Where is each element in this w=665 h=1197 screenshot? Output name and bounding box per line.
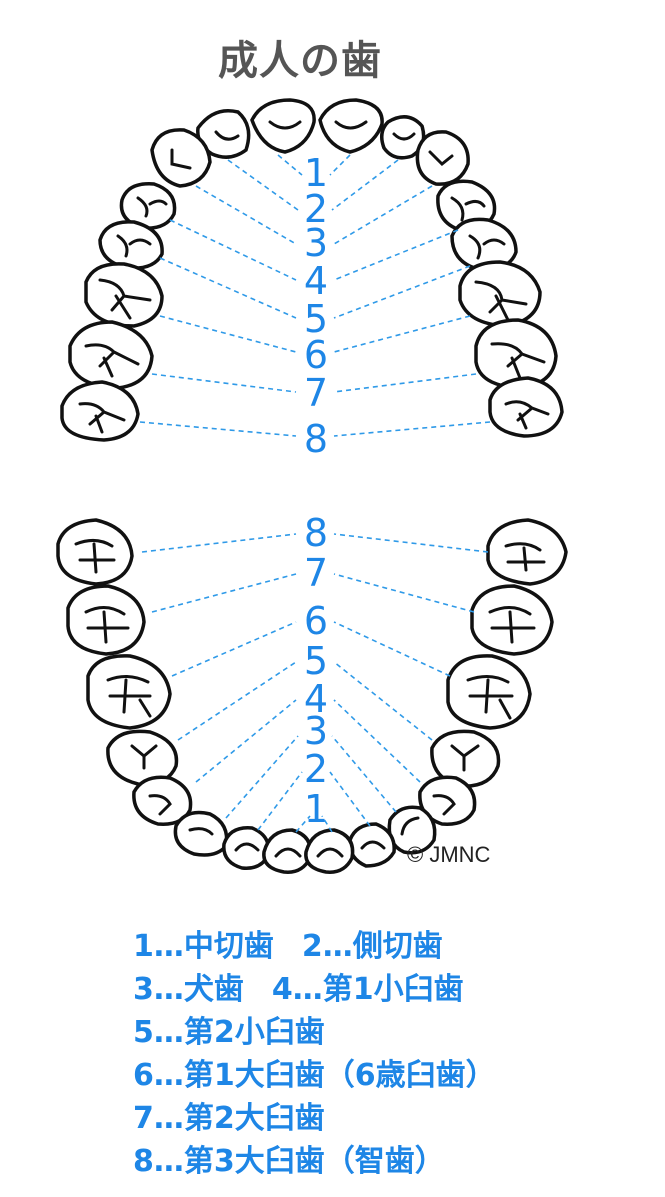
lower-number-8: 8 <box>304 511 328 555</box>
tooth-upper-3-left <box>150 128 212 188</box>
tooth-upper-8-left <box>60 380 140 442</box>
upper-number-2: 2 <box>304 187 328 231</box>
legend-item-2: 2…側切歯 <box>301 929 443 964</box>
upper-number-4: 4 <box>304 259 328 303</box>
tooth-upper-6-right <box>458 260 542 328</box>
legend-item-3: 3…犬歯 <box>133 972 244 1007</box>
upper-number-6: 6 <box>304 333 328 377</box>
tooth-lower-1-left <box>262 828 313 874</box>
lower-number-6: 6 <box>304 599 328 643</box>
lower-number-2: 2 <box>304 747 328 791</box>
legend-item-6: 6…第1大臼歯（6歳臼歯） <box>133 1058 496 1093</box>
tooth-lower-3-left <box>173 810 229 857</box>
upper-leader-lines <box>139 154 491 437</box>
tooth-upper-5-right <box>450 217 518 272</box>
tooth-lower-2-right <box>348 822 396 868</box>
tooth-upper-1-right <box>318 98 384 154</box>
tooth-upper-2-right <box>380 115 426 160</box>
copyright-label: © JMNC <box>407 842 491 867</box>
tooth-upper-8-right <box>488 376 564 438</box>
upper-number-1: 1 <box>304 151 328 195</box>
legend-row-2: 3…犬歯 4…第1小臼歯 <box>133 968 496 1011</box>
upper-jaw <box>60 98 564 442</box>
tooth-lower-1-right <box>304 828 355 874</box>
legend-row-1: 1…中切歯 2…側切歯 <box>133 925 496 968</box>
legend-item-5: 5…第2小臼歯 <box>133 1015 325 1050</box>
tooth-lower-2-left <box>222 826 271 870</box>
tooth-lower-4-left <box>132 775 193 826</box>
tooth-upper-1-left <box>250 98 316 154</box>
tooth-legend: 1…中切歯 2…側切歯 3…犬歯 4…第1小臼歯 5…第2小臼歯 6…第1大臼歯（6… <box>133 925 496 1183</box>
page-title: 成人の歯 <box>218 38 382 84</box>
tooth-upper-7-left <box>68 320 154 390</box>
legend-item-1: 1…中切歯 <box>133 929 274 964</box>
upper-number-3: 3 <box>304 221 328 265</box>
upper-number-7: 7 <box>304 371 328 415</box>
lower-number-1: 1 <box>304 787 328 831</box>
upper-numbers: 1 2 3 4 5 6 7 8 <box>304 151 328 461</box>
legend-item-8: 8…第3大臼歯（智歯） <box>133 1144 445 1179</box>
upper-number-5: 5 <box>304 297 328 341</box>
legend-item-7: 7…第2大臼歯 <box>133 1101 325 1136</box>
tooth-lower-8-left <box>56 518 134 586</box>
tooth-upper-6-left <box>84 262 164 328</box>
tooth-lower-6-right <box>446 654 532 730</box>
tooth-lower-7-left <box>66 584 146 656</box>
tooth-lower-7-right <box>470 584 554 656</box>
tooth-upper-3-right <box>415 130 470 186</box>
lower-number-3: 3 <box>304 709 328 753</box>
tooth-upper-7-right <box>474 318 558 390</box>
lower-jaw <box>56 518 568 874</box>
lower-numbers: 8 7 6 5 4 3 2 1 <box>304 511 328 831</box>
tooth-lower-5-left <box>106 729 179 786</box>
tooth-lower-6-left <box>86 654 172 730</box>
tooth-lower-8-right <box>486 518 568 586</box>
lower-leader-lines <box>141 533 489 833</box>
lower-number-7: 7 <box>304 551 328 595</box>
lower-number-4: 4 <box>304 677 328 721</box>
legend-item-4: 4…第1小臼歯 <box>271 972 464 1007</box>
lower-number-5: 5 <box>304 639 328 683</box>
tooth-upper-5-left <box>98 220 164 270</box>
upper-number-8: 8 <box>304 417 328 461</box>
